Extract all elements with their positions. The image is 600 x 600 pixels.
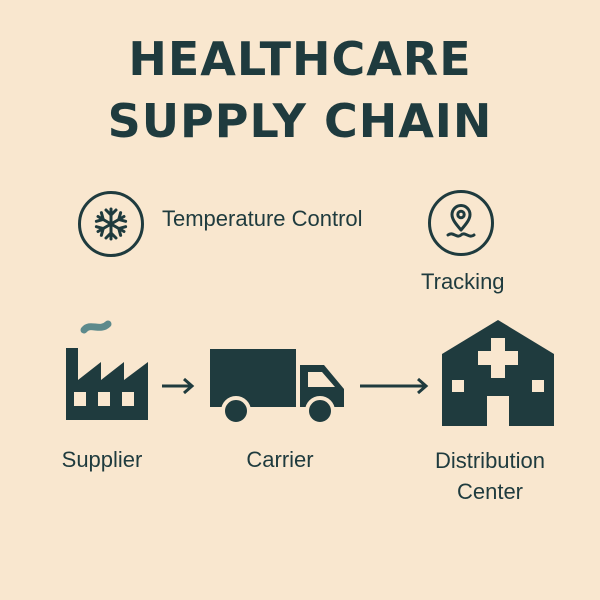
page-title-line-2: SUPPLY CHAIN: [107, 94, 493, 148]
hospital-icon: [442, 320, 554, 426]
feature-label-tracking: Tracking: [421, 269, 505, 294]
node-label-carrier: Carrier: [246, 447, 314, 472]
truck-icon: [210, 349, 344, 426]
location-pin-icon: [428, 190, 494, 256]
node-label-supplier: Supplier: [61, 447, 143, 472]
flow-arrow-2: [360, 377, 429, 395]
node-label-distribution: Distribution: [434, 448, 546, 473]
node-label-center: Center: [456, 479, 524, 504]
page-title-line-1: HEALTHCARE: [128, 32, 472, 86]
snowflake-icon: [78, 191, 144, 257]
feature-label-temperature-control: Temperature Control: [162, 206, 363, 231]
flow-arrow-1: [162, 377, 195, 395]
factory-icon: [66, 320, 148, 420]
